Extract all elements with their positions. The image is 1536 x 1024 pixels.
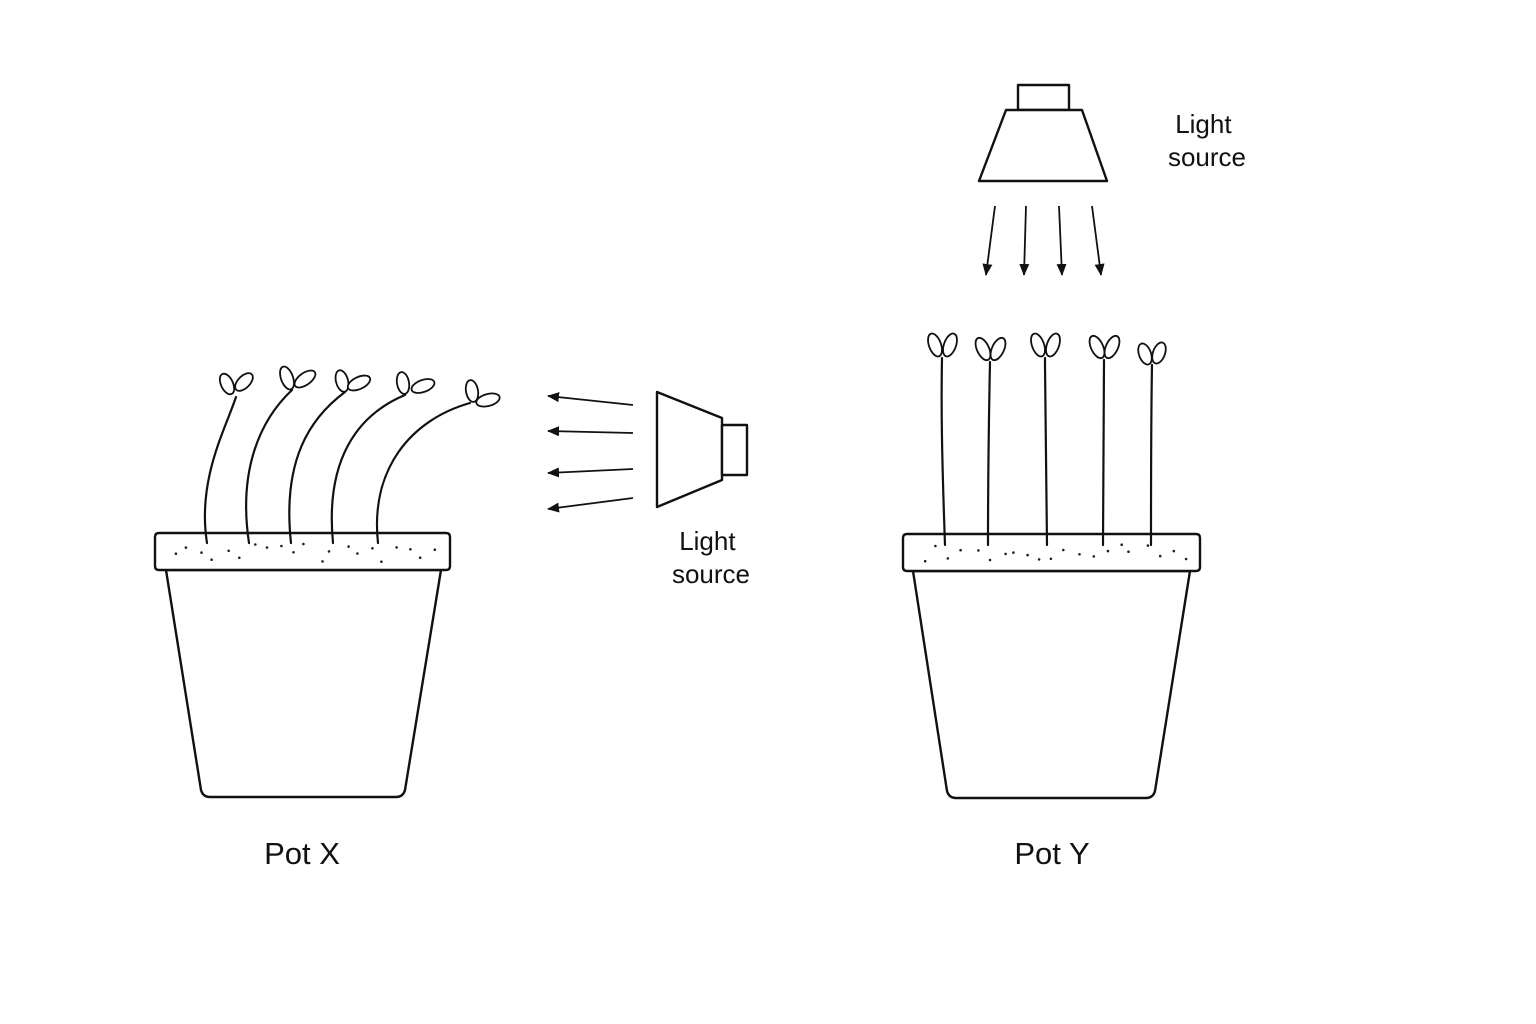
pot-y-label: Pot Y [1014,836,1089,871]
soil-dot [174,552,178,555]
soil-dot [327,550,331,553]
seedling [927,332,958,547]
soil-dot [988,558,992,562]
soil-dot [254,543,257,546]
soil-dot [923,559,927,563]
soil-dot [946,557,950,560]
soil-dot [433,548,437,551]
seedling [330,371,436,545]
soil-dot [1158,554,1162,558]
light-ray-arrow [1019,205,1030,276]
light-ray-arrow [547,426,634,437]
soil-dot [934,544,937,548]
seedling [203,372,254,545]
soil-dot [356,552,359,555]
light-ray-arrow [547,497,634,513]
soil-dot [184,546,188,549]
soil-dot [280,544,283,548]
side-light-rays [547,392,634,513]
light-ray-arrow [547,467,634,478]
soil-dot [1092,555,1096,558]
seedling [1030,332,1061,547]
top-light-source: Light source [977,83,1246,276]
soil-dot [1062,548,1065,552]
side-light-label: Light source [672,526,750,589]
soil-dot [1106,549,1110,553]
soil-dot [395,546,398,549]
soil-dot [292,551,295,554]
soil-dot [1146,544,1150,547]
pot-x-label: Pot X [264,836,340,871]
pot-x-rim [153,531,452,572]
soil-dot [1127,550,1130,553]
seedling [375,379,501,545]
soil-dot [371,547,374,550]
pot-x-seedlings [203,365,501,545]
soil-dot [1004,552,1007,556]
seedling [245,365,317,545]
top-lamp-shade [977,108,1109,183]
side-light-source: Light source [547,390,750,589]
soil-dot [200,551,203,554]
soil-dot [1037,558,1041,561]
soil-dot [1078,553,1081,556]
pot-y-seedlings [927,332,1167,547]
top-light-label: Light source [1168,109,1246,172]
soil-dot [409,548,412,551]
light-ray-arrow [1091,205,1105,276]
pot-x: Pot X [153,365,501,871]
light-ray-arrow [1056,205,1067,276]
soil-dot [1172,549,1176,553]
pot-y-rim [901,532,1202,573]
soil-dot [265,546,269,549]
soil-dot [418,556,422,559]
soil-dot [321,560,324,563]
pot-x-body [164,568,443,799]
soil-dot [1120,543,1123,546]
light-ray-arrow [982,205,996,276]
soil-dot [1184,557,1188,561]
top-lamp-base [1016,83,1071,112]
soil-dot [977,549,980,552]
pot-x-soil [174,542,437,563]
soil-dot [1026,553,1029,557]
soil-dot [227,549,230,553]
soil-dot [210,558,213,561]
pot-y-soil [923,543,1188,563]
seedling [1137,341,1167,547]
soil-dot [380,560,383,563]
soil-dot [347,545,350,548]
soil-dot [959,548,962,552]
soil-dot [302,542,305,546]
side-lamp-base [720,423,749,477]
soil-dot [238,556,241,560]
pot-y-body [911,569,1192,800]
seedling [974,336,1007,547]
soil-dot [1012,551,1015,554]
seedling [1088,334,1121,547]
top-light-rays [982,205,1105,276]
pot-y: Pot Y [901,332,1202,871]
light-ray-arrow [547,392,634,406]
side-lamp-shade [655,390,724,509]
soil-dot [1049,557,1053,561]
seedling [288,369,372,545]
